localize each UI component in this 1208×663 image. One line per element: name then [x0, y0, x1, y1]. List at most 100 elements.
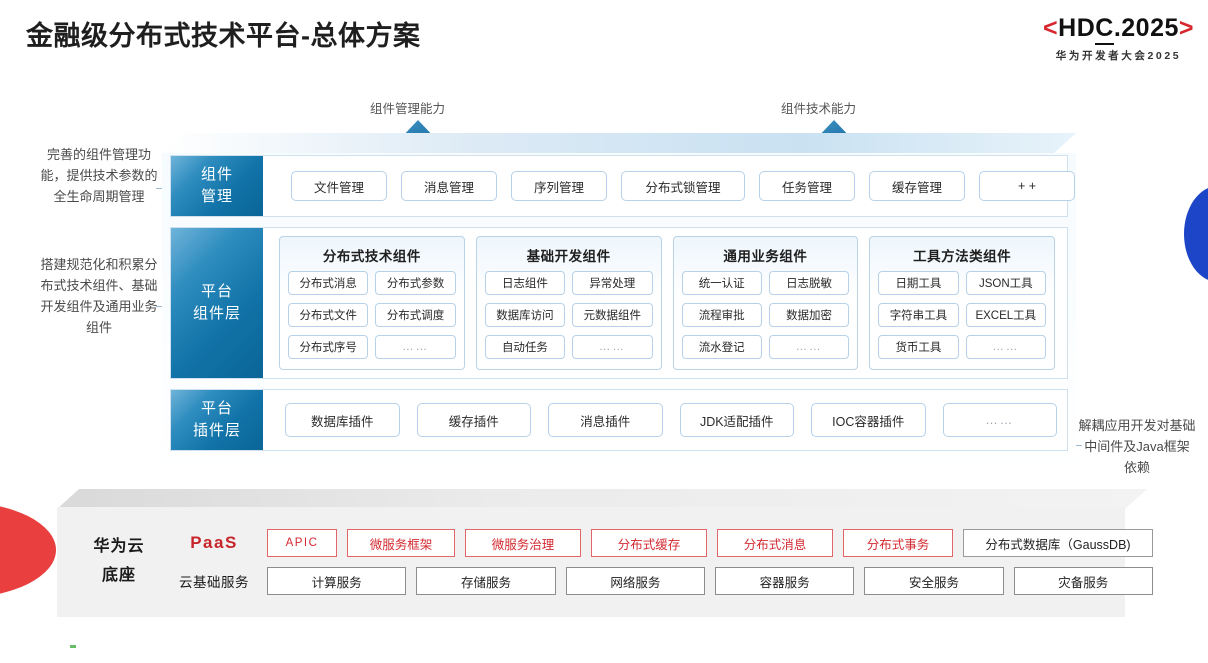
component-item[interactable]: 分布式文件: [288, 303, 369, 327]
base-row-infra: 云基础服务 计算服务 存储服务 网络服务 容器服务 安全服务 灾备服务: [171, 567, 1153, 595]
management-item-0[interactable]: 文件管理: [291, 171, 387, 201]
component-item[interactable]: 日志脱敏: [768, 271, 850, 295]
infra-item-container[interactable]: 容器服务: [714, 567, 855, 595]
logo-bracket-right-icon: >: [1178, 14, 1194, 42]
component-group-grid: 日期工具 JSON工具 字符串工具 EXCEL工具 货币工具 ……: [878, 271, 1046, 362]
infra-item-compute[interactable]: 计算服务: [267, 567, 407, 595]
component-item[interactable]: 数据库访问: [484, 303, 566, 327]
paas-item-distributed-database[interactable]: 分布式数据库（GaussDB): [963, 529, 1153, 557]
platform-stack: 组件 管理 文件管理 消息管理 序列管理 分布式锁管理 任务管理 缓存管理 + …: [162, 133, 1076, 480]
infra-item-security[interactable]: 安全服务: [864, 567, 1004, 595]
component-item[interactable]: JSON工具: [965, 271, 1046, 295]
management-item-2[interactable]: 序列管理: [511, 171, 607, 201]
management-item-5[interactable]: 缓存管理: [869, 171, 965, 201]
bracket-tick: [156, 188, 165, 189]
component-item[interactable]: 自动任务: [484, 335, 566, 359]
huawei-cloud-base: 华为云 底座 PaaS APIC 微服务框架 微服务治理 分布式缓存 分布式消息…: [57, 489, 1153, 617]
component-group-grid: 统一认证 日志脱敏 流程审批 数据加密 流水登记 ……: [681, 271, 850, 362]
management-item-3[interactable]: 分布式锁管理: [621, 171, 745, 201]
hdc-logo-subtitle: 华为开发者大会2025: [1055, 50, 1182, 62]
plugin-item-0[interactable]: 数据库插件: [285, 403, 400, 437]
component-group-title: 分布式技术组件: [322, 249, 421, 264]
component-item[interactable]: 流水登记: [681, 335, 762, 359]
layer-label-platform-components: 平台 组件层: [171, 228, 263, 378]
layer-label-line1: 平台: [200, 283, 233, 301]
paas-item-microservice-framework[interactable]: 微服务框架: [347, 529, 455, 557]
stack-top-face: [162, 133, 1076, 155]
layer-label-line2: 插件层: [192, 422, 241, 439]
management-item-1[interactable]: 消息管理: [401, 171, 497, 201]
component-item-more[interactable]: ……: [965, 335, 1046, 359]
plugin-item-1[interactable]: 缓存插件: [416, 403, 531, 437]
paas-item-distributed-cache[interactable]: 分布式缓存: [591, 529, 707, 557]
base-row-paas: PaaS APIC 微服务框架 微服务治理 分布式缓存 分布式消息 分布式事务 …: [171, 529, 1153, 557]
component-group-grid: 日志组件 异常处理 数据库访问 元数据组件 自动任务 ……: [484, 271, 653, 362]
page-title: 金融级分布式技术平台-总体方案: [26, 21, 421, 51]
component-item-more[interactable]: ……: [572, 335, 653, 359]
component-group-basic-dev: 基础开发组件 日志组件 异常处理 数据库访问 元数据组件 自动任务 ……: [475, 236, 662, 370]
component-item[interactable]: EXCEL工具: [965, 303, 1046, 327]
paas-item-apic[interactable]: APIC: [267, 529, 337, 557]
base-brand-line2: 底座: [101, 567, 136, 584]
management-item-6[interactable]: + +: [979, 171, 1075, 201]
component-item[interactable]: 统一认证: [681, 271, 762, 295]
component-item[interactable]: 元数据组件: [572, 303, 653, 327]
logo-bracket-left-icon: <: [1043, 14, 1059, 42]
infra-item-network[interactable]: 网络服务: [565, 567, 705, 595]
component-item[interactable]: 分布式调度: [375, 303, 456, 327]
layer-label-line2: 组件层: [192, 305, 241, 322]
paas-item-distributed-transaction[interactable]: 分布式事务: [843, 529, 953, 557]
infra-tag: 云基础服务: [179, 575, 249, 590]
component-item[interactable]: 字符串工具: [878, 303, 959, 327]
component-group-distributed: 分布式技术组件 分布式消息 分布式参数 分布式文件 分布式调度 分布式序号 ……: [279, 236, 465, 370]
plugin-item-4[interactable]: IOC容器插件: [811, 403, 926, 437]
component-group-title: 基础开发组件: [526, 249, 611, 264]
component-item[interactable]: 异常处理: [572, 271, 653, 295]
component-item[interactable]: 分布式参数: [375, 271, 456, 295]
component-item[interactable]: 分布式序号: [288, 335, 369, 359]
component-group-title: 工具方法类组件: [913, 249, 1012, 264]
logo-text-a: HD: [1058, 14, 1096, 42]
layer-label-component-management: 组件 管理: [171, 156, 263, 216]
component-item[interactable]: 日志组件: [484, 271, 566, 295]
layer-platform-plugins: 平台 插件层 数据库插件 缓存插件 消息插件 JDK适配插件 IOC容器插件 ……: [170, 389, 1068, 451]
base-inner: 华为云 底座 PaaS APIC 微服务框架 微服务治理 分布式缓存 分布式消息…: [57, 507, 1153, 617]
capability-label-management: 组件管理能力: [370, 102, 446, 116]
management-item-4[interactable]: 任务管理: [759, 171, 855, 201]
layer-body-platform-components: 分布式技术组件 分布式消息 分布式参数 分布式文件 分布式调度 分布式序号 ………: [263, 228, 1067, 378]
hdc-logo-main: <HDC.2025>: [1043, 14, 1194, 45]
component-item[interactable]: 数据加密: [768, 303, 850, 327]
plugin-item-more[interactable]: ……: [942, 403, 1057, 437]
logo-text-b: .2025: [1113, 14, 1179, 42]
component-item-more[interactable]: ……: [768, 335, 850, 359]
bracket-tick: [156, 306, 165, 307]
layer-body-component-management: 文件管理 消息管理 序列管理 分布式锁管理 任务管理 缓存管理 + +: [263, 156, 1085, 216]
capability-label-technical: 组件技术能力: [781, 102, 857, 116]
component-item[interactable]: 日期工具: [878, 271, 959, 295]
component-item[interactable]: 流程审批: [681, 303, 762, 327]
layer-label-line1: 平台: [200, 400, 233, 418]
paas-tag: PaaS: [190, 533, 238, 552]
side-note-components: 搭建规范化和积累分布式技术组件、基础开发组件及通用业务组件: [40, 257, 158, 336]
component-group-grid: 分布式消息 分布式参数 分布式文件 分布式调度 分布式序号 ……: [288, 271, 456, 362]
base-body: [57, 507, 1125, 617]
base-brand-line1: 华为云: [93, 538, 145, 556]
hdc-logo: <HDC.2025> 华为开发者大会2025: [1043, 14, 1194, 63]
layer-label-platform-plugins: 平台 插件层: [171, 390, 263, 450]
plugin-item-2[interactable]: 消息插件: [548, 403, 663, 437]
layer-label-line1: 组件: [200, 166, 233, 184]
component-item-more[interactable]: ……: [375, 335, 456, 359]
base-rows: PaaS APIC 微服务框架 微服务治理 分布式缓存 分布式消息 分布式事务 …: [171, 529, 1153, 595]
logo-text-c: C: [1095, 14, 1114, 45]
base-brand: 华为云 底座: [67, 533, 171, 591]
red-wedge-decoration: [0, 502, 56, 598]
base-top-face: [57, 489, 1147, 509]
infra-item-dr[interactable]: 灾备服务: [1013, 567, 1153, 595]
green-speck-decoration: [70, 645, 76, 648]
paas-item-distributed-message[interactable]: 分布式消息: [717, 529, 833, 557]
paas-item-microservice-governance[interactable]: 微服务治理: [465, 529, 581, 557]
component-item[interactable]: 货币工具: [878, 335, 959, 359]
plugin-item-3[interactable]: JDK适配插件: [679, 403, 794, 437]
component-item[interactable]: 分布式消息: [288, 271, 369, 295]
infra-item-storage[interactable]: 存储服务: [416, 567, 556, 595]
